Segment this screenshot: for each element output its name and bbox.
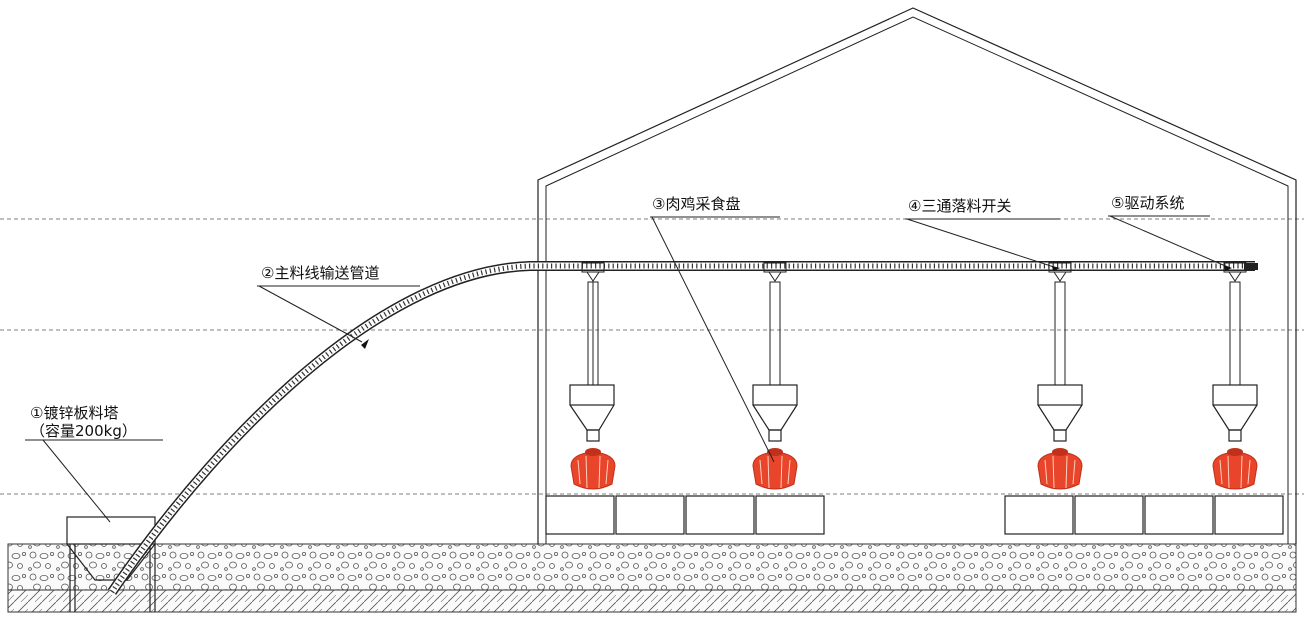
leader-feeder-pan bbox=[650, 216, 780, 463]
hopper-top bbox=[752, 384, 798, 406]
pan-top bbox=[1052, 448, 1068, 456]
drop-connector bbox=[586, 271, 600, 385]
drop-switch-body bbox=[1223, 262, 1247, 273]
pan-top bbox=[585, 448, 601, 456]
drop-unit bbox=[752, 262, 798, 490]
drop-connector bbox=[1053, 271, 1067, 282]
label-drop-switch: ④三通落料开关 bbox=[908, 197, 1011, 215]
pan-grill bbox=[759, 455, 791, 489]
hopper-outlet bbox=[1228, 429, 1242, 442]
feeder-pan bbox=[1037, 448, 1083, 490]
feeder-pan bbox=[1212, 448, 1258, 490]
hopper-outlet bbox=[768, 429, 782, 442]
pan-bowl bbox=[570, 451, 616, 490]
drop-switch-body bbox=[1048, 262, 1072, 273]
soil-layer bbox=[7, 589, 1297, 613]
pipe-end-cap bbox=[1244, 263, 1258, 270]
drop-connector bbox=[1228, 271, 1242, 282]
main-conveying-pipe bbox=[107, 261, 1258, 595]
cage-box bbox=[755, 495, 825, 535]
pan-grill bbox=[1219, 455, 1251, 489]
leader-drive bbox=[1108, 215, 1231, 269]
hopper-top bbox=[1212, 384, 1258, 406]
cage-box bbox=[1074, 495, 1144, 535]
drop-unit bbox=[1212, 262, 1258, 490]
poultry-house bbox=[537, 7, 1297, 544]
drop-tube bbox=[769, 281, 781, 386]
drop-units bbox=[569, 262, 1258, 490]
pan-top bbox=[1227, 448, 1243, 456]
labels: ①镀锌板料塔 （容量200kg） ②主料线输送管道 ③肉鸡采食盘 ④三通落料开关… bbox=[30, 194, 1184, 440]
arrow-marker bbox=[1052, 266, 1060, 271]
hopper-outlet bbox=[586, 429, 600, 442]
drop-unit bbox=[569, 262, 616, 490]
cage-box bbox=[1004, 495, 1074, 535]
house-inner-wall bbox=[545, 16, 1289, 544]
label-silo-capacity: （容量200kg） bbox=[30, 422, 137, 440]
label-drive: ⑤驱动系统 bbox=[1111, 194, 1184, 212]
pan-bowl bbox=[1037, 451, 1083, 490]
ground bbox=[7, 543, 1297, 613]
pipe-inner bbox=[109, 262, 1255, 594]
label-main-pipe: ②主料线输送管道 bbox=[261, 264, 379, 282]
label-feeder-pan: ③肉鸡采食盘 bbox=[652, 195, 740, 213]
pan-grill bbox=[1044, 455, 1076, 489]
leader-main-pipe bbox=[257, 285, 420, 343]
pipe-auger bbox=[109, 263, 1255, 594]
feeder-pan bbox=[752, 448, 798, 490]
house-outer-wall bbox=[537, 7, 1297, 544]
leader-lines bbox=[25, 215, 1232, 523]
drop-connector bbox=[768, 271, 782, 282]
reference-lines bbox=[0, 218, 1304, 495]
pan-bowl bbox=[752, 451, 798, 490]
label-silo: ①镀锌板料塔 bbox=[30, 404, 118, 422]
pipe-outer bbox=[107, 261, 1255, 595]
arrow-marker bbox=[361, 339, 369, 349]
drop-unit bbox=[1037, 262, 1083, 490]
cage-box bbox=[615, 495, 685, 535]
cage-box bbox=[1214, 495, 1284, 535]
silo-body bbox=[66, 516, 156, 545]
hopper-cone bbox=[1212, 404, 1258, 431]
silo-hopper bbox=[66, 543, 156, 581]
hopper-outlet bbox=[1053, 429, 1067, 442]
cage-box bbox=[685, 495, 755, 535]
drop-tube bbox=[1229, 281, 1241, 386]
hopper-cone bbox=[1037, 404, 1083, 431]
pan-grill bbox=[577, 455, 609, 489]
gravel-layer bbox=[7, 543, 1297, 591]
arrow-marker bbox=[1224, 265, 1232, 271]
drop-switch-body bbox=[581, 262, 605, 273]
feeder-pan bbox=[570, 448, 616, 490]
pan-top bbox=[767, 448, 783, 456]
leader-drop-switch bbox=[905, 218, 1060, 269]
drop-tube bbox=[1054, 281, 1066, 386]
hopper-cone bbox=[752, 404, 798, 431]
silo bbox=[66, 516, 156, 612]
hopper-top bbox=[1037, 384, 1083, 406]
pan-bowl bbox=[1212, 451, 1258, 490]
cage-box bbox=[545, 495, 615, 535]
hopper-top bbox=[569, 384, 615, 406]
cage-box bbox=[1144, 495, 1214, 535]
floor-cages bbox=[545, 495, 1284, 535]
leader-silo bbox=[25, 439, 163, 523]
drop-switch-body bbox=[763, 262, 787, 273]
hopper-cone bbox=[569, 404, 615, 431]
